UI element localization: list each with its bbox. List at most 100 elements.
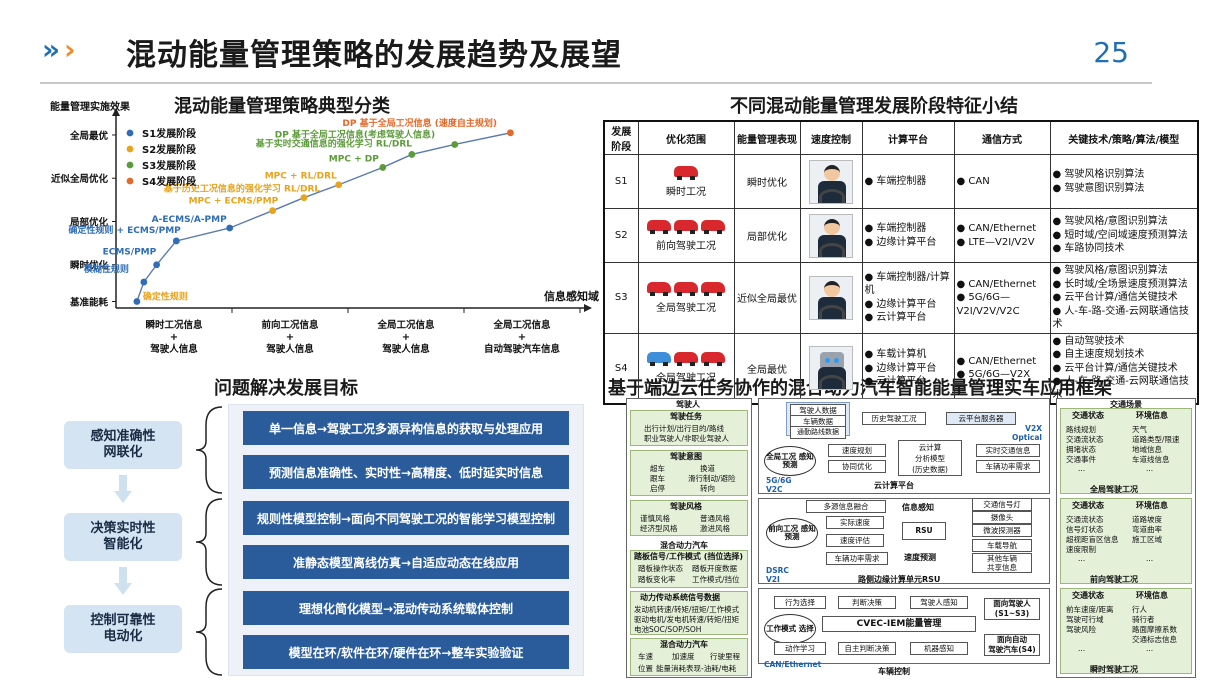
speed-control-cell [799,262,863,334]
performance-cell: 全局最优 [733,332,801,405]
legend-marker [126,129,134,137]
comm-item: ● CAN/Ethernet [956,223,1037,234]
legend-marker [126,161,134,169]
goal-pillar-label: 控制可靠性 电动化 [90,612,156,644]
stage-cell: S1 [603,154,639,209]
intent-item: 跟车 [650,474,665,483]
data-point [140,278,148,286]
x-group-top: 全局工况信息 [492,319,551,331]
rsu-box: RSU [902,522,946,540]
column-header: 速度控制 [799,120,863,155]
data-point [451,141,459,148]
traffic-state-item: 交通事件 [1066,455,1096,464]
driving-task-item: 职业驾驶人/非职业驾驶人 [644,434,730,443]
y-tick-label: 瞬时优化 [70,260,109,272]
traffic-state-item: 前车速度/距离 [1066,605,1114,614]
speed-control-cell [799,208,863,263]
actual-speed-box: 实际速度 [826,516,884,529]
key-item: ● 驾驶风格/意图识别算法 [1052,265,1168,276]
rsu-item: 交通信号灯 [972,498,1032,511]
goal-pillar-label: 决策实时性 智能化 [90,520,156,552]
goal-item: 预测信息准确性、实时性→高精度、低时延实时信息 [243,455,569,489]
key-item: ● 自动驾驶技术 [1052,335,1125,347]
key-item: ● 人-车-路-交通-云网联通信技术 [1052,376,1189,401]
power-demand-box: 车辆功率需求 [826,552,888,565]
env-info-item: 天气 [1132,425,1147,434]
goals-panel: 单一信息→驾驶工况多源异构信息的获取与处理应用 预测信息准确性、实时性→高精度、… [228,404,584,676]
y-tick-label: 全局最优 [69,130,109,142]
compute-item: ● 车端控制器 [864,175,927,187]
car-icon [674,352,698,367]
pedal-item: 工作模式/挡位 [692,575,740,584]
comm-item: ● 5G/6G— V2I/V2V/V2C [956,292,1020,317]
cloud-platform-label: 云计算平台 [874,481,914,490]
hev-state-item: 能量消耗表现-油耗/电耗 [656,664,737,673]
env-info-item: 道路坡度 [1132,515,1162,524]
goal-item: 规则性模型控制→面向不同驾驶工况的智能学习模型控制 [243,501,569,535]
speed-eval-box: 速度评估 [826,534,884,547]
x-axis-arrow-icon [584,304,592,312]
goals-pillars: 感知准确性 网联化 决策实时性 智能化 控制可靠性 电动化 [22,405,223,676]
comm-cell: ● CAN/Ethernet● 5G/6G— V2I/V2V/V2C [953,262,1051,334]
data-point [335,181,343,189]
car-icon [674,219,698,234]
scene-block [1060,498,1192,584]
legend-label: S1发展阶段 [142,127,196,140]
data-point [153,261,161,269]
goal-item: 准静态模型离线仿真→自适应动态在线应用 [243,545,569,579]
y-tick-label: 局部优化 [70,216,109,228]
driving-intent-box [630,450,748,496]
key-tech-cell: ● 自动驾驶技术● 自主速度规划技术● 云平台计算/通信关键技术● 人-车-路-… [1049,332,1199,405]
powertrain-label: 动力传动系统信号数据 [640,593,720,602]
style-item: 经济型风格 [640,524,678,533]
driving-task-label: 驾驶任务 [670,412,702,421]
x-group-plus: + [170,332,178,343]
scene-cell: 全局驾驶工况 [637,332,735,405]
stage-cell: S2 [603,208,639,263]
hev-state-item: 位置 [638,664,653,673]
compute-cell: ● 车载计算机● 边缘计算平台● 云计算平台 [861,332,955,405]
column-header: 关键技术/策略/算法/模型 [1049,120,1199,155]
x-group-bottom: 自动驾驶汽车信息 [484,343,561,355]
compute-item: ● 边缘计算平台 [864,298,937,310]
car-icon [701,219,725,234]
ellipsis: ... [1078,644,1086,653]
edge-unit-label: 路侧边缘计算单元RSU [858,575,941,584]
trend-curve [136,132,511,302]
robot-driver-icon [809,346,853,391]
driving-intent-label: 驾驶意图 [670,452,702,461]
realtime-traffic-box: 实时交通信息 [976,444,1040,457]
stage-cell: S4 [603,332,639,405]
comm-item: ● LTE—V2I/V2V [956,236,1035,248]
legend-label: S4发展阶段 [142,175,196,188]
rsu-item: 摄像头 [972,511,1032,524]
y-tick-label: 近似全局优化 [51,173,109,185]
key-item: ● 长时域/全场景速度预测算法 [1052,278,1188,290]
traffic-state-item: 驾驶风险 [1066,625,1096,634]
cvec-iem-box: CVEC-IEM能量管理 [822,616,976,632]
key-item: ● 自主速度规划技术 [1052,349,1145,360]
stage-feature-table: 发展 阶段 优化范围 能量管理表现 速度控制 计算平台 通信方式 关键技术/策略… [603,120,1199,405]
table-header-row: 发展 阶段 优化范围 能量管理表现 速度控制 计算平台 通信方式 关键技术/策略… [603,120,1199,155]
traffic-state-label: 交通状态 [1072,411,1104,420]
point-label: DP 基于全局工况信息(考虑驾驶人信息) [275,128,435,140]
intent-item: 换道 [700,464,715,473]
point-label: 确定性规则 [143,291,188,303]
cloud-data-item: 通勤路线数据 [790,426,846,439]
point-label: DP 基于全局工况信息 (速度自主规划) [342,117,497,129]
data-point [507,129,514,137]
point-label: ECMS/PMP [103,248,157,258]
arrow-down-icon [114,567,132,595]
env-info-item: 车道线信息 [1132,455,1170,464]
point-label: 基于实时交通信息的强化学习 RL/DRL [255,137,412,149]
driver-label: 驾驶人 [676,400,700,409]
powertrain-item: 发动机转速/转矩/扭矩/工作模式 [634,605,740,614]
env-info-item: 骑行者 [1132,615,1155,624]
pedal-box [630,550,748,588]
hev-state-label: 混合动力汽车 [660,640,708,649]
traffic-state-item: 速度限制 [1066,545,1096,554]
key-item: ● 驾驶风格/意图识别算法 [1052,216,1168,228]
info-sense-label: 信息感知 [902,503,934,512]
